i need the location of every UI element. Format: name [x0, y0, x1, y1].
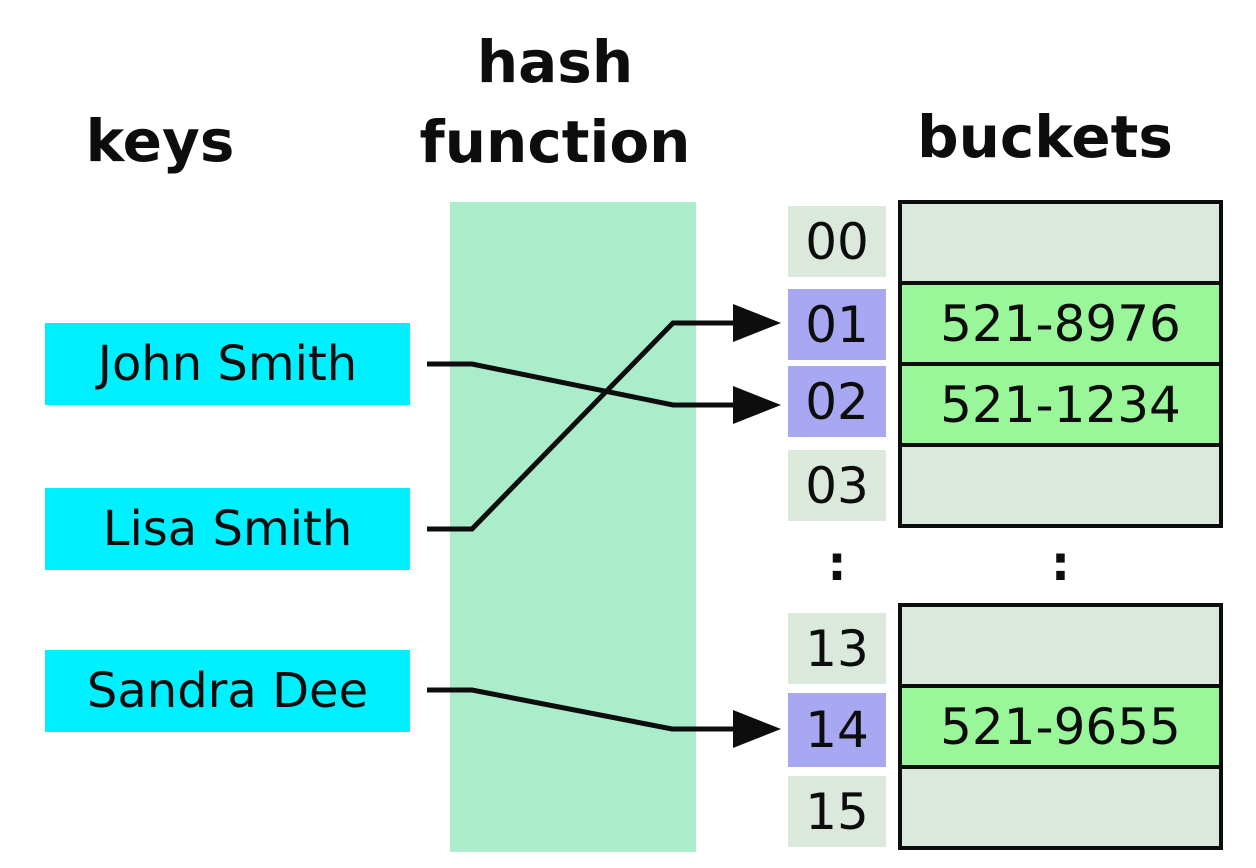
hash-function-header-line2: function	[419, 108, 691, 177]
bucket-table-bottom: 521-9655	[898, 603, 1223, 850]
hash-function-header: hash function	[405, 22, 705, 182]
bucket-row-02: 521-1234	[902, 366, 1219, 447]
index-cell-14: 14	[788, 693, 886, 767]
index-cell-01: 01	[788, 289, 886, 360]
index-cell-13: 13	[788, 613, 886, 684]
bucket-ellipsis: :	[1050, 536, 1071, 592]
bucket-row-13	[902, 607, 1219, 688]
bucket-value-14: 521-9655	[940, 697, 1181, 756]
index-ellipsis: :	[827, 536, 847, 592]
hash-function-header-line1: hash	[476, 28, 634, 96]
index-cell-03: 03	[788, 450, 886, 521]
keys-header: keys	[85, 107, 235, 175]
bucket-row-03	[902, 447, 1219, 524]
index-cell-00: 00	[788, 206, 886, 277]
key-box-sandra-dee: Sandra Dee	[45, 650, 410, 732]
buckets-header: buckets	[917, 103, 1173, 171]
bucket-row-01: 521-8976	[902, 285, 1219, 366]
bucket-row-00	[902, 204, 1219, 285]
bucket-value-02: 521-1234	[940, 375, 1181, 434]
key-box-john-smith: John Smith	[45, 323, 410, 405]
bucket-row-14: 521-9655	[902, 688, 1219, 769]
bucket-row-15	[902, 769, 1219, 846]
index-cell-15: 15	[788, 776, 886, 847]
bucket-table-top: 521-8976 521-1234	[898, 200, 1223, 528]
bucket-value-01: 521-8976	[940, 294, 1181, 353]
key-box-lisa-smith: Lisa Smith	[45, 488, 410, 570]
hash-function-box	[450, 202, 696, 852]
index-cell-02: 02	[788, 366, 886, 437]
